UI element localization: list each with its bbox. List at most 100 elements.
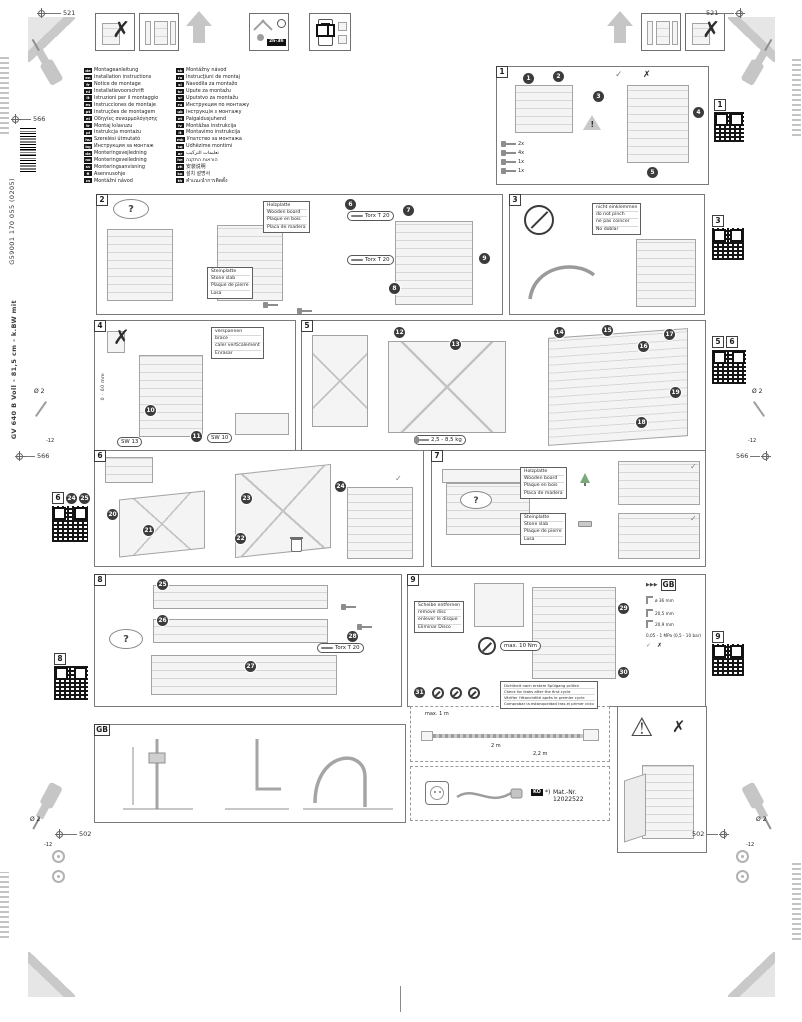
step-circle: 10 xyxy=(145,405,156,416)
no-packaging-box: ✗ xyxy=(95,13,135,51)
crosshair-icon xyxy=(14,451,25,461)
step-7-badge: 7 xyxy=(431,450,443,462)
panel-weight-callout: 2,5 - 8,5 kg xyxy=(414,435,466,445)
language-row: de Montageanleitung xyxy=(84,67,174,74)
step-circle: 29 xyxy=(618,603,629,614)
dimension-mark: 566 xyxy=(736,451,771,461)
step-circle: 1 xyxy=(523,73,534,84)
label-line: Losa xyxy=(524,536,535,542)
language-code-badge: de xyxy=(84,67,92,74)
washer-icon xyxy=(52,870,65,883)
connection-dims-column: ▶▶▶ GB ø 36 mm 20,5 mm 20,9 mm 0,05 - 1 … xyxy=(646,579,704,679)
step-circle: 24 xyxy=(335,481,346,492)
warning-triangle-icon: ! xyxy=(583,115,601,130)
label-line: Comprobar la estanqueidad tras el primer… xyxy=(504,701,594,707)
language-row: mk Упатство за монтажа xyxy=(176,136,266,143)
tap-icon xyxy=(646,596,653,604)
language-label: Installation instructions xyxy=(94,74,152,81)
step-9-badge: 9 xyxy=(407,574,419,586)
step-4-badge: 4 xyxy=(94,320,106,332)
drill-depth-label: -12 xyxy=(748,438,757,444)
step-circle: 28 xyxy=(347,631,358,642)
qr-step-header: 6 24 25 xyxy=(52,492,90,504)
language-label: Udhëzime montimi xyxy=(186,143,233,150)
step-circle: 12 xyxy=(394,327,405,338)
screw-icon xyxy=(501,168,516,174)
cross-icon: ✗ xyxy=(643,70,651,80)
drill-icon xyxy=(31,38,63,86)
dishwasher-rear-sketch xyxy=(636,239,696,307)
language-label: Installatievoorschrift xyxy=(94,88,145,95)
qr-code xyxy=(54,666,88,700)
dim-value: ø 36 mm xyxy=(655,597,674,603)
step-circle: 23 xyxy=(241,493,252,504)
language-code-badge: sr xyxy=(176,95,184,101)
check-icon: ✓ xyxy=(690,462,697,471)
screw-icon xyxy=(263,302,278,308)
step-circle: 17 xyxy=(664,329,675,340)
dishwasher-sketch xyxy=(347,487,413,559)
qr-step-header: 1 xyxy=(714,99,726,111)
language-label: Montaj kılavuzu xyxy=(94,122,133,129)
stone-slab-label: Steinplatte Stone slab Plaque de pierre … xyxy=(520,513,566,545)
hose-connector-icon xyxy=(421,731,433,741)
step-2-panel: 2 ? Holzplatte Wooden board Plaque en bo… xyxy=(96,194,503,315)
step-6-badge: 6 xyxy=(94,450,106,462)
language-row: sr Uputstvo za montažu xyxy=(176,95,266,102)
dishwasher-sketch xyxy=(107,229,173,301)
qr-step-badge: 5 xyxy=(712,336,724,348)
language-code-badge: ru xyxy=(176,102,184,108)
language-row: uk Інструкція з монтажу xyxy=(176,108,266,115)
screw-icon xyxy=(357,624,373,630)
crosshair-icon xyxy=(734,8,745,18)
power-cord-panel: KO *) Mat.-Nr. 12022522 xyxy=(410,766,610,821)
step-9-panel: 9 Scheibe entfernen remove disc enlever … xyxy=(407,574,706,709)
step-circle: 19 xyxy=(670,387,681,398)
step-circle: 16 xyxy=(638,341,649,352)
tap-icon xyxy=(646,609,653,617)
language-row: it Istruzioni per il montaggio xyxy=(84,95,174,102)
screwdriver-icon xyxy=(351,259,363,261)
language-code-badge: hr xyxy=(176,88,184,94)
language-label: Instrucţiuni de montaj xyxy=(186,74,240,81)
label-line: No doblar xyxy=(596,226,619,232)
step-circle: 3 xyxy=(593,91,604,102)
language-label: Інструкція з монтажу xyxy=(186,108,242,115)
language-label: Инструкция за монтаж xyxy=(94,143,154,150)
step-circle: 2 xyxy=(553,71,564,82)
hose-sketch xyxy=(528,265,596,300)
hose-length-label: 2 m xyxy=(491,743,501,749)
hose-length-label: 2,2 m xyxy=(533,751,548,757)
step-circle: 25 xyxy=(79,492,90,504)
check-icon: ✓ xyxy=(646,642,652,650)
language-code-badge: mk xyxy=(176,136,185,142)
appliance-sketch xyxy=(656,21,670,45)
step-circle: 22 xyxy=(235,533,246,544)
standpipe-sketch xyxy=(123,739,193,810)
cabinet-sketch xyxy=(642,765,694,839)
wrench-size-label: SW 13 xyxy=(121,439,139,445)
fold-corner-icon xyxy=(728,952,775,997)
qr-code xyxy=(712,350,746,384)
appliance-sketch xyxy=(692,23,710,45)
footnote-marker: *) xyxy=(545,789,551,796)
registration-comb-icon xyxy=(0,872,9,938)
language-code-badge: sq xyxy=(176,143,184,149)
mounting-template-sketch xyxy=(312,335,368,427)
language-label: Οδηγίες συναρμολόγησης xyxy=(94,115,158,122)
clock-icon xyxy=(277,19,286,28)
check-icon: ✓ xyxy=(615,70,623,80)
language-row: nl Installatievoorschrift xyxy=(84,88,174,95)
no-packaging-box: ✗ xyxy=(685,13,725,51)
panel-sketch xyxy=(107,331,125,353)
door-warning-panel: ⚠ ✗ xyxy=(617,706,707,853)
step-1-badge: 1 xyxy=(496,66,508,78)
question-cloud-icon: ? xyxy=(113,199,149,219)
part-row: 4x xyxy=(501,150,524,156)
part-quantity: 1x xyxy=(518,159,525,165)
label-line: Vérifier l'étanchéité après le premier c… xyxy=(503,695,595,702)
language-label: Montāžas instrukcija xyxy=(186,122,237,129)
language-row: fr Notice de montage xyxy=(84,81,174,88)
language-code-badge: he xyxy=(176,157,184,163)
fixing-detail-sketch xyxy=(618,461,700,505)
